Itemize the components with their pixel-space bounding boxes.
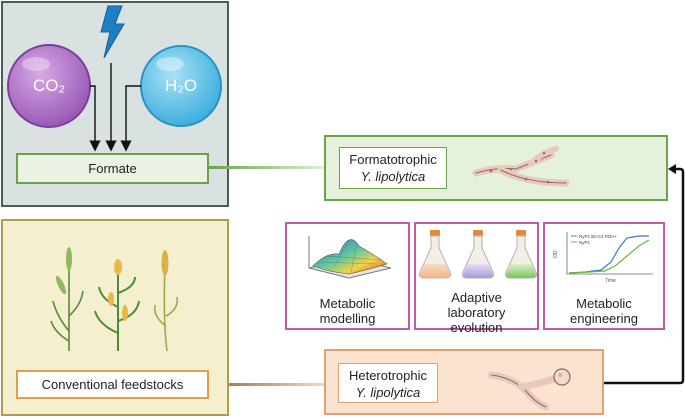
flask-green-icon (505, 230, 537, 279)
lightning-bolt-icon (100, 5, 125, 59)
formatotrophic-title: Formatotrophic (349, 152, 437, 167)
h2o-label: H₂O (164, 76, 198, 95)
maize-plant-icon (94, 269, 140, 351)
method-line: Metabolic (319, 296, 376, 311)
engineering-loop-arrow (604, 164, 685, 385)
crop-plants-icon (50, 247, 179, 352)
formate-box: Formate (16, 153, 209, 184)
flask-orange-icon (419, 230, 451, 279)
formatotrophic-organism: Y. lipolytica (360, 169, 426, 184)
yeast-hyphae-icon (472, 146, 570, 187)
heterotrophic-label-card: Heterotrophic Y. lipolytica (338, 363, 438, 403)
mini-chart-legend-2: NyP1 (579, 240, 591, 245)
method-line: Metabolic (576, 296, 632, 311)
mini-chart-ylabel: OD (553, 250, 559, 258)
mini-chart-legend-1: NyP1 BCG3 RDH+ (579, 234, 618, 239)
h2o-molecule-icon (140, 45, 222, 127)
heterotrophic-strain-box: Heterotrophic Y. lipolytica (324, 349, 604, 415)
conventional-feedstocks-label: Conventional feedstocks (41, 377, 184, 392)
heterotrophic-title: Heterotrophic (348, 368, 428, 383)
growth-curve-icon: OD Time NyP1 BCG3 RDH+ NyP1 (553, 232, 653, 284)
metabolic-modelling-panel: Metabolic modelling (285, 222, 410, 330)
method-line: laboratory (447, 305, 506, 320)
formatotrophic-label-card: Formatotrophic Y. lipolytica (339, 147, 447, 189)
formate-connector-line (209, 166, 324, 169)
method-line: evolution (450, 320, 503, 335)
formate-label: Formate (88, 161, 137, 176)
input-arrows (89, 63, 141, 152)
feedstock-connector-line (209, 383, 324, 386)
method-line: modelling (319, 311, 376, 326)
method-line: Adaptive (451, 290, 502, 305)
flasks-icon (419, 230, 537, 279)
co2-label: CO₂ (32, 76, 66, 95)
yeast-cell-icon (487, 368, 571, 411)
heterotrophic-organism: Y. lipolytica (355, 385, 421, 400)
mini-chart-series-2 (568, 239, 650, 274)
conventional-feedstocks-box: Conventional feedstocks (16, 370, 209, 399)
mini-chart-xlabel: Time (605, 278, 616, 284)
wheat-ear-plant-icon (153, 265, 179, 352)
metabolic-engineering-panel: OD Time NyP1 BCG3 RDH+ NyP1 Metabolic en… (543, 222, 665, 330)
wheat-plant-icon (50, 261, 84, 351)
adaptive-evolution-panel: Adaptive laboratory evolution (414, 222, 539, 335)
flask-purple-icon (462, 230, 494, 279)
formatotrophic-strain-box: Formatotrophic Y. lipolytica (324, 135, 668, 201)
method-line: engineering (570, 311, 638, 326)
surface-plot-icon (308, 236, 392, 279)
